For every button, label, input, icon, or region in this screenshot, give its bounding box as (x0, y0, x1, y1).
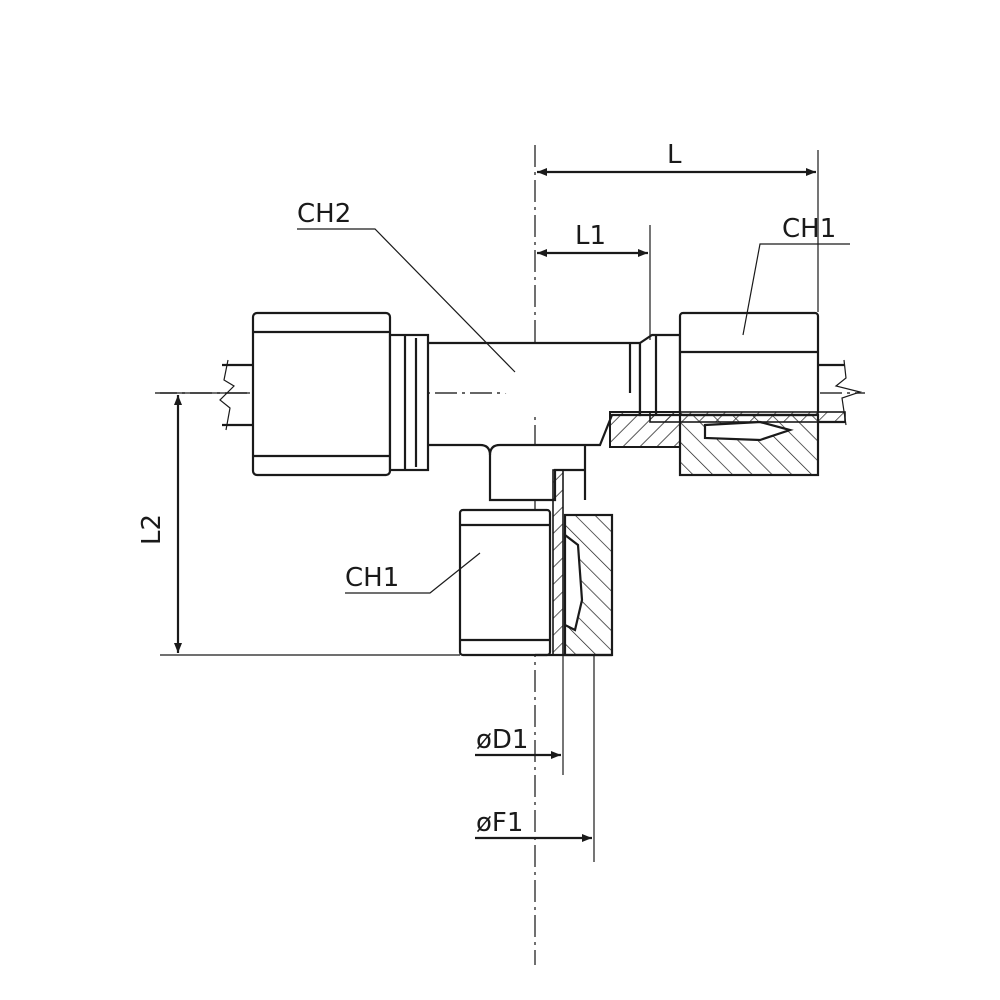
right-tube-stub (818, 359, 863, 426)
ch2-label: CH2 (297, 199, 351, 229)
right-nut (609, 311, 846, 477)
dimension-L1-label: L1 (575, 221, 606, 251)
bottom-nut (458, 469, 614, 657)
ch1-bottom-label: CH1 (345, 563, 399, 593)
ch2-leader (297, 228, 516, 373)
ch1-right-label: CH1 (782, 214, 836, 244)
ch1-right-leader (742, 243, 850, 336)
ch1-bottom-leader (345, 552, 481, 594)
dimension-D1-label: øD1 (476, 725, 528, 755)
dimension-F1-label: øF1 (476, 808, 523, 838)
left-nut (251, 311, 430, 477)
dimension-L2-label: L2 (137, 514, 167, 545)
dimension-L-label: L (667, 140, 682, 170)
left-tube-stub (219, 359, 253, 431)
tee-body (428, 341, 642, 502)
